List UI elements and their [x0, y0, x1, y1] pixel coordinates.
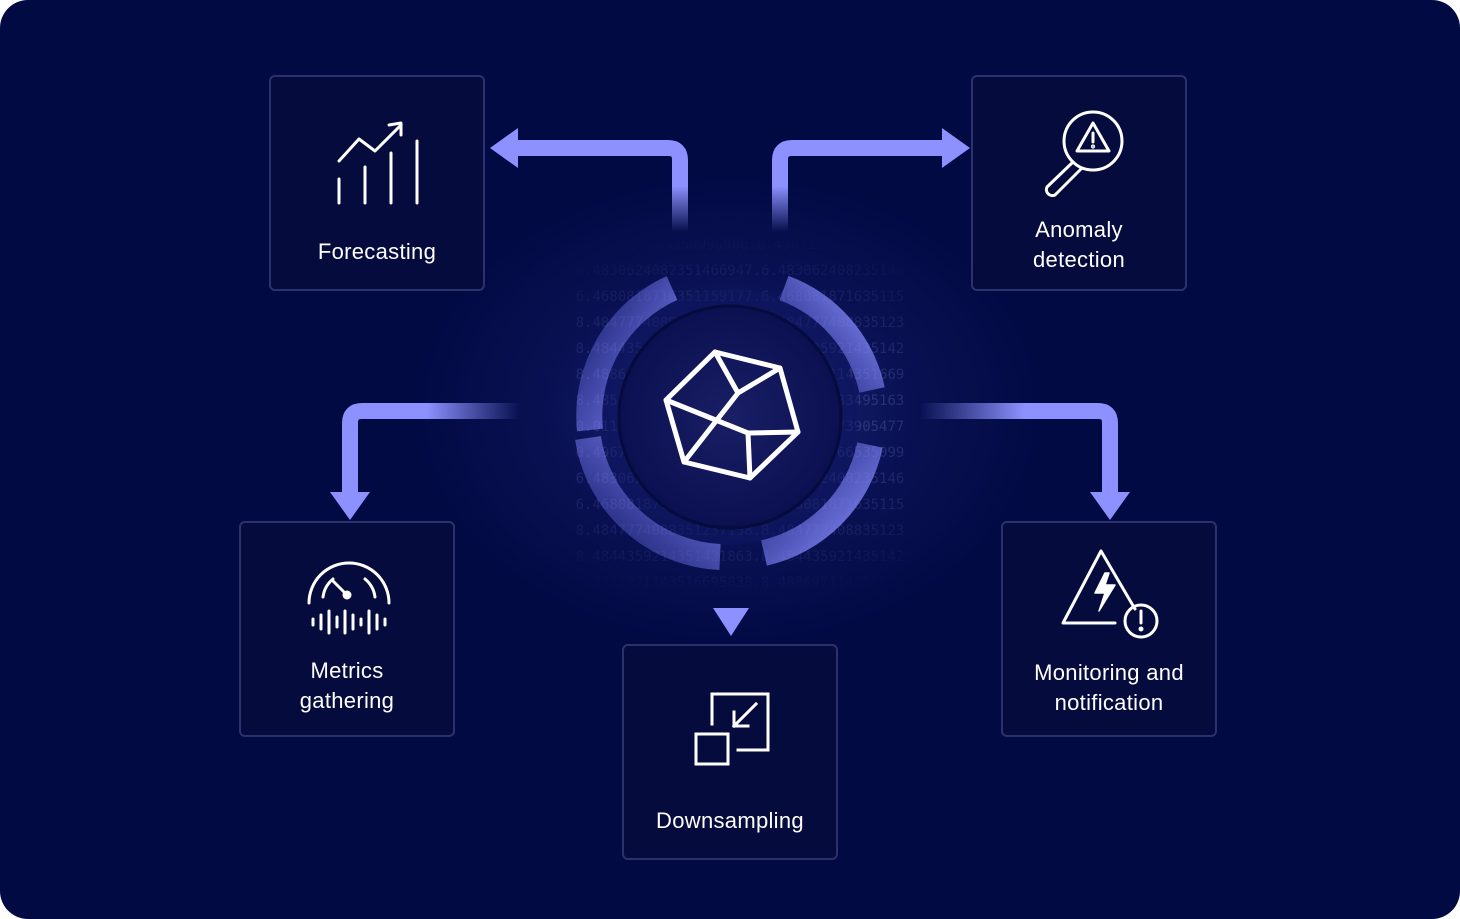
magnifier-warning-icon [1044, 110, 1124, 197]
ring-segment-top-right [779, 275, 885, 394]
polyhedron-logo-icon [663, 349, 801, 481]
metrics-label-line-2: gathering [299, 688, 395, 713]
monitoring-label-line-2: notification [1054, 690, 1164, 715]
forecasting-label-line-1: Forecasting [317, 239, 437, 264]
metrics-gathering-label: Metrics gathering [241, 656, 453, 716]
ring-segment-bottom-left [575, 435, 721, 570]
monitoring-label-line-1: Monitoring and [1034, 660, 1184, 685]
monitoring-notification-label: Monitoring and notification [1003, 658, 1215, 718]
trend-chart-icon [337, 121, 419, 205]
arrow-to-forecasting [490, 128, 688, 232]
background-number-line: 8.4886971143516695838.8.488697114351669 [575, 575, 905, 591]
anomaly-label-line-1: Anomaly [1035, 217, 1123, 242]
forecasting-card[interactable]: Forecasting [269, 75, 485, 291]
anomaly-detection-label: Anomaly detection [973, 215, 1185, 275]
metrics-label-line-1: Metrics [310, 658, 384, 683]
anomaly-detection-card[interactable]: Anomaly detection [971, 75, 1187, 291]
ring-segment-bottom-right [760, 442, 883, 566]
anomaly-label-line-2: detection [1033, 247, 1125, 272]
gauge-waveform-icon [307, 561, 391, 635]
downsampling-label-line-1: Downsampling [656, 808, 804, 833]
arrow-to-monitoring [920, 403, 1130, 520]
forecasting-label: Forecasting [271, 237, 483, 267]
central-hub [575, 275, 885, 570]
background-number-line: 9.4967135665350996986.0.4967135665350996 [571, 237, 909, 253]
shrink-arrow-icon [694, 692, 770, 766]
background-number-line: 6.4830624082351466947.6.483062408235146 [575, 263, 905, 279]
arrow-to-metrics [330, 403, 520, 520]
arrow-to-anomaly [772, 128, 970, 232]
monitoring-notification-card[interactable]: Monitoring and notification [1001, 521, 1217, 737]
downsampling-label: Downsampling [624, 806, 836, 836]
lightning-alert-icon [1061, 549, 1159, 639]
ring-segment-top-left [576, 276, 678, 432]
metrics-gathering-card[interactable]: Metrics gathering [239, 521, 455, 737]
downsampling-card[interactable]: Downsampling [622, 644, 838, 860]
arrow-to-downsampling [713, 575, 749, 636]
